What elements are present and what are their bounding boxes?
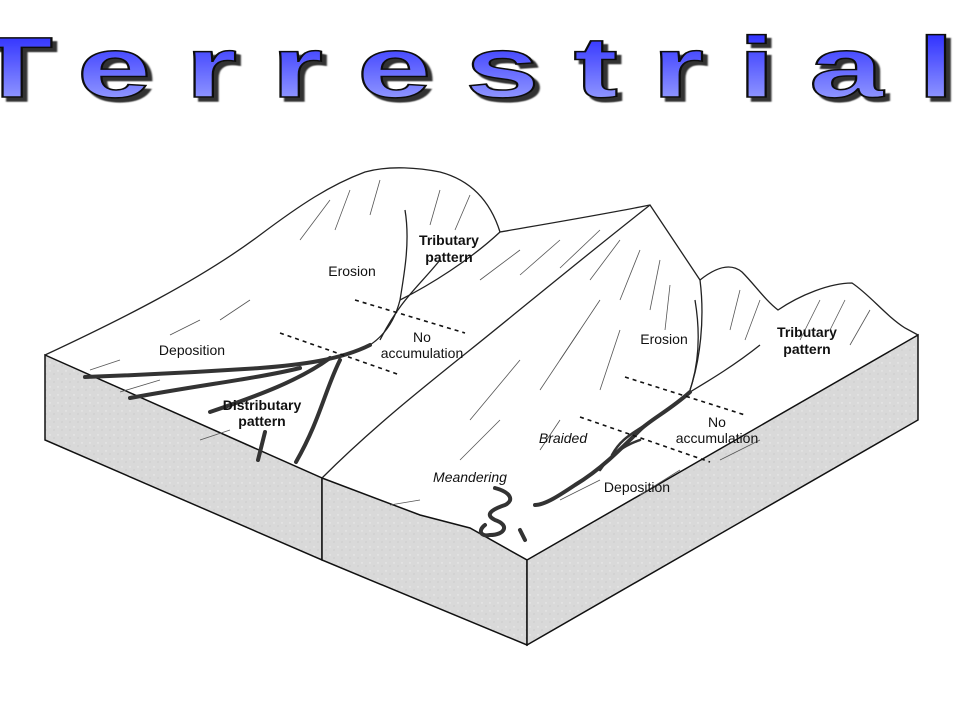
boundary-line [279, 332, 401, 376]
title-banner: Terrestrial [0, 18, 960, 115]
label-tributary-right-2: pattern [783, 341, 830, 357]
central-ridge [321, 204, 651, 479]
label-erosion-right: Erosion [640, 331, 687, 347]
boundary-line [579, 416, 711, 463]
boundary-line [624, 376, 746, 416]
boundary-line [354, 299, 466, 334]
label-no-accumulation-right-2: accumulation [676, 430, 759, 446]
label-deposition-left: Deposition [159, 342, 225, 358]
label-tributary-left: Tributary [419, 232, 479, 248]
label-distributary-2: pattern [238, 413, 285, 429]
label-tributary-right: Tributary [777, 324, 837, 340]
page-title: Terrestrial [0, 19, 960, 115]
right-river-system [478, 299, 761, 542]
label-deposition-right: Deposition [604, 479, 670, 495]
label-erosion-left: Erosion [328, 263, 375, 279]
left-river-system [83, 209, 441, 464]
block-front-face [321, 476, 528, 647]
slope-hatching [89, 179, 871, 506]
label-tributary-left-2: pattern [425, 249, 472, 265]
label-meandering: Meandering [433, 469, 507, 485]
label-no-accumulation-right: No [708, 414, 726, 430]
terrain-outline [44, 167, 919, 356]
label-braided: Braided [539, 430, 588, 446]
landform-block-diagram: Erosion Tributary pattern No accumulatio… [44, 167, 919, 647]
label-no-accumulation-left: No [413, 329, 431, 345]
block-right-face [526, 333, 919, 647]
label-distributary: Distributary [223, 397, 302, 413]
label-no-accumulation-left-2: accumulation [381, 345, 464, 361]
right-secondary-ridge [689, 279, 703, 391]
